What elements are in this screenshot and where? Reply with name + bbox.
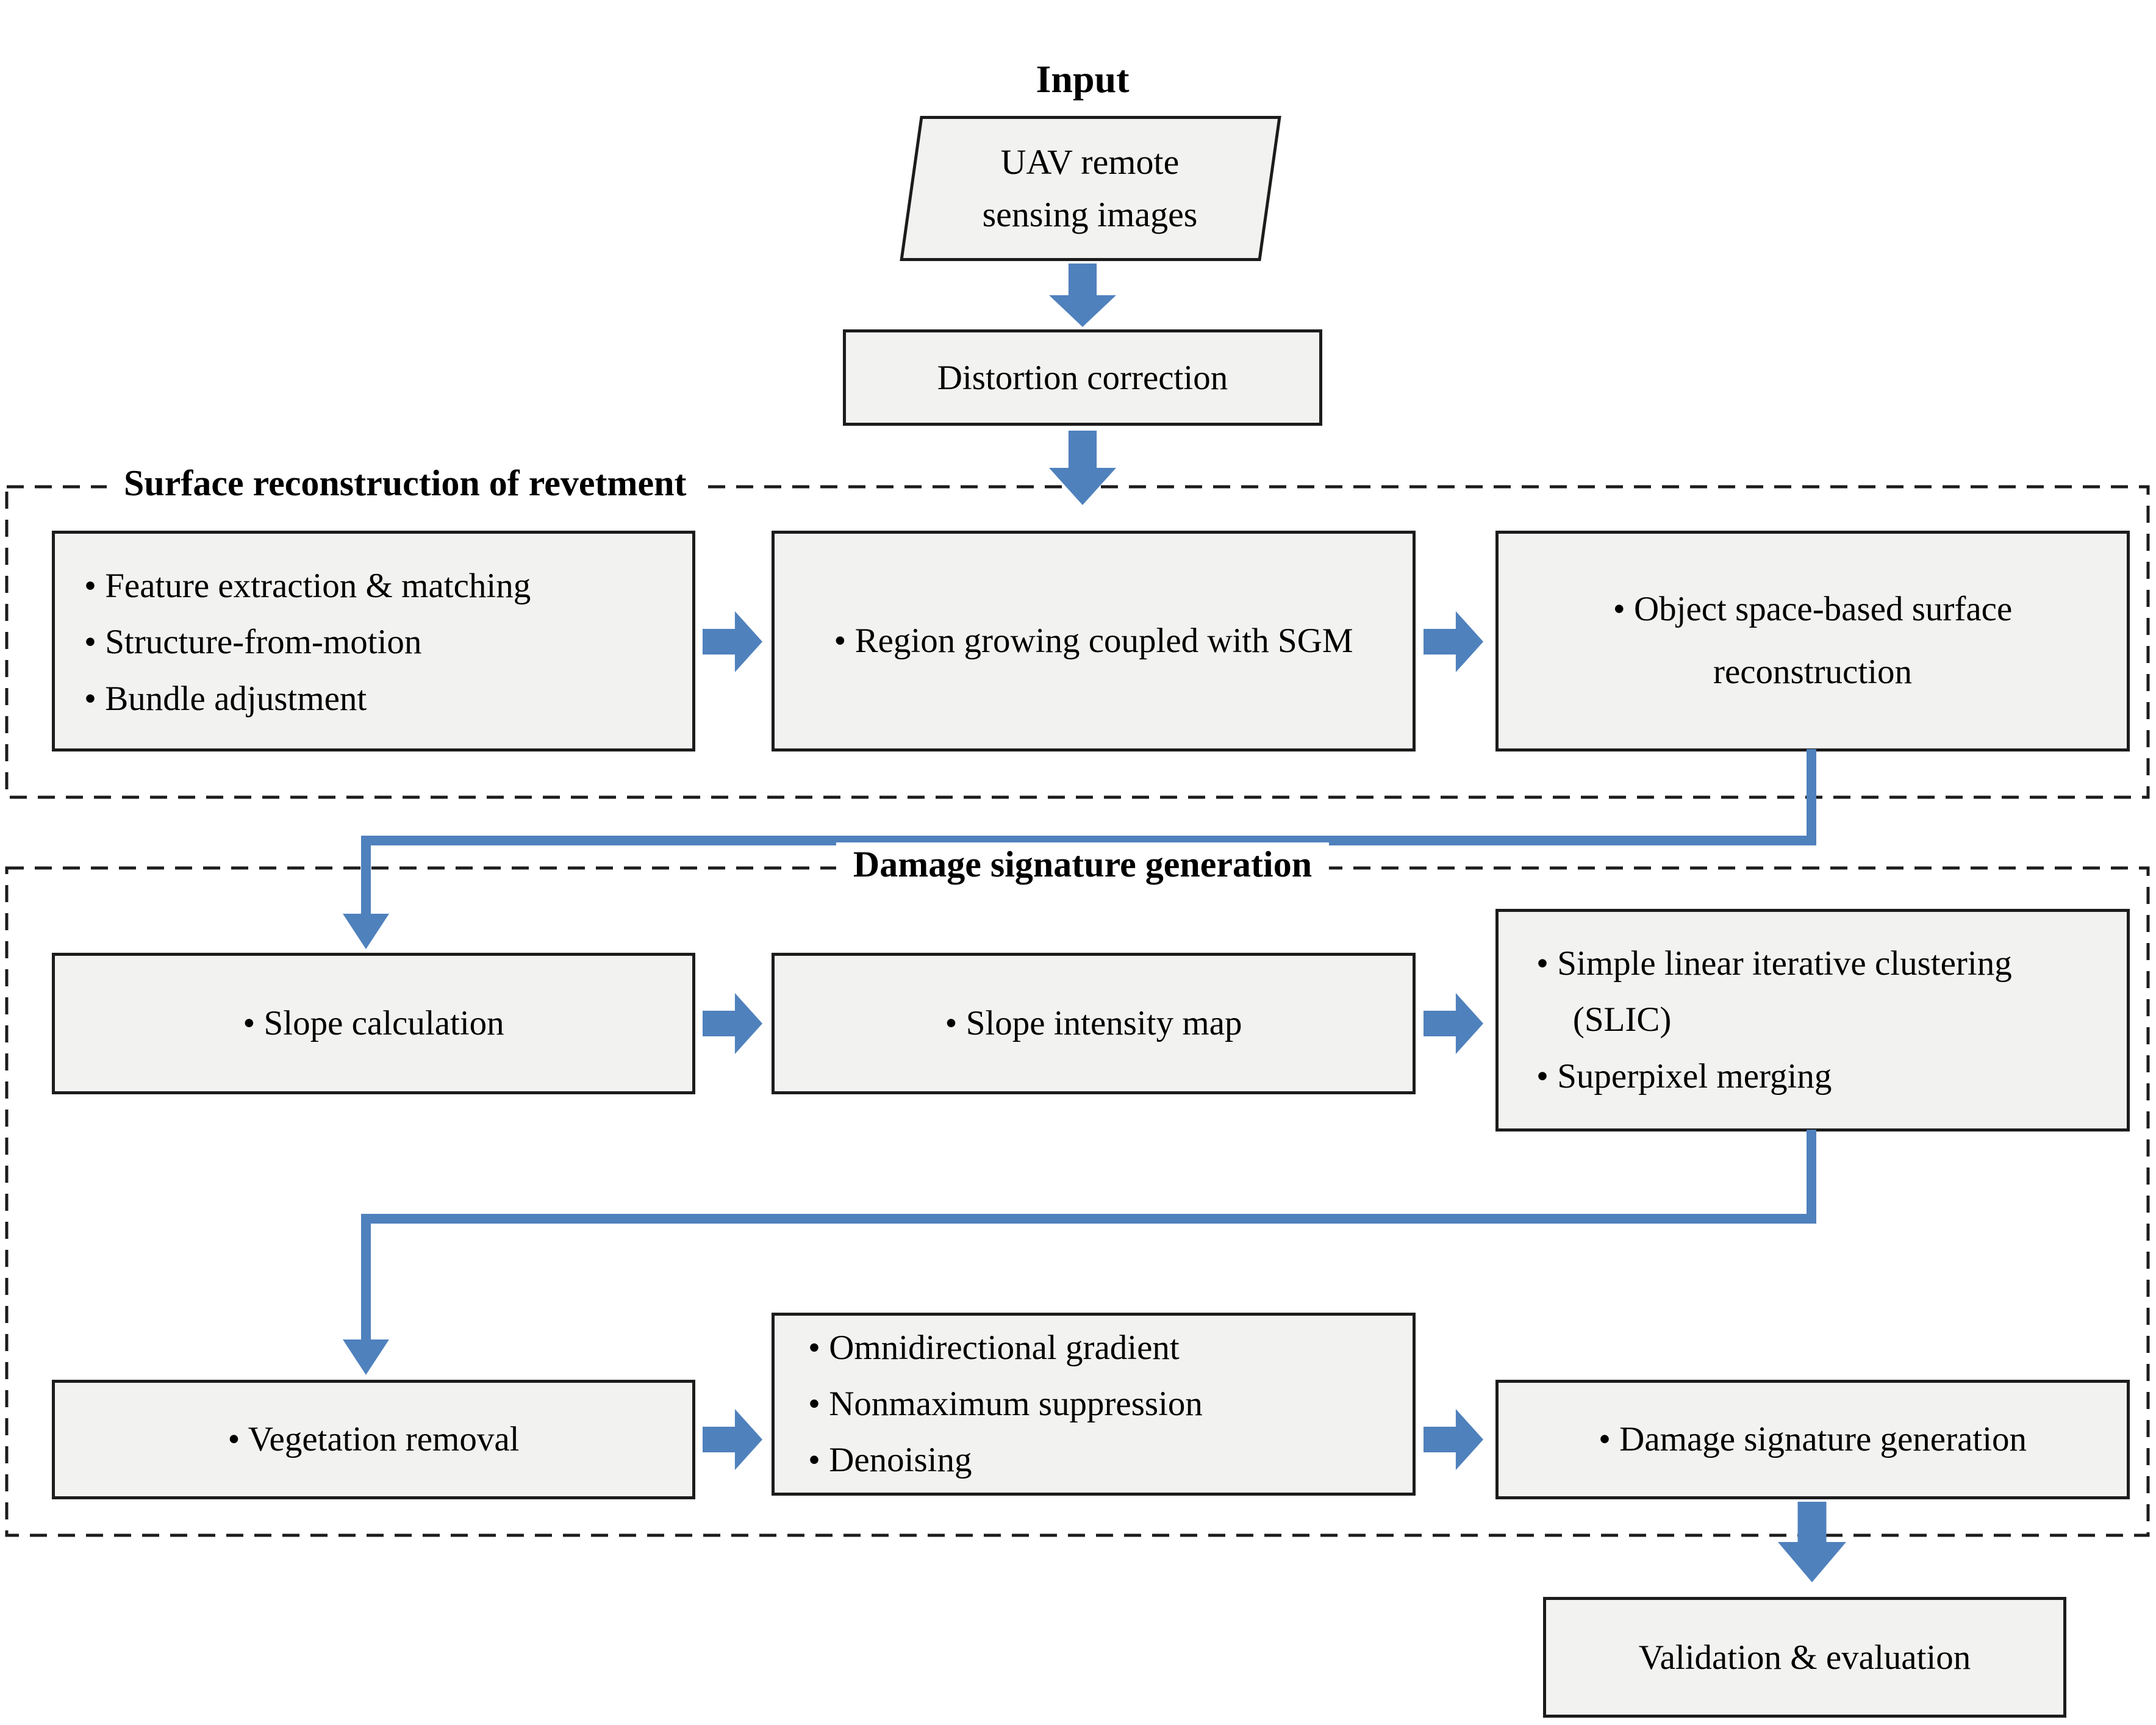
vegetation-removal-text: • Vegetation removal — [55, 1411, 692, 1468]
diagram-text-line: • Superpixel merging — [1536, 1056, 1832, 1096]
slope-calculation-node: • Slope calculation — [52, 953, 695, 1094]
slic-node: • Simple linear iterative clustering (SL… — [1495, 909, 2130, 1131]
diagram-text-line: • Structure-from-motion — [84, 623, 422, 662]
down-arrow-icon — [1049, 264, 1116, 327]
uav-input-text: UAV remote sensing images — [892, 116, 1288, 261]
connector2-horizontal — [361, 1214, 1816, 1224]
input-label: Input — [1036, 57, 1130, 101]
damage-signature-text: • Damage signature generation — [1499, 1411, 2127, 1468]
object-space-text: • Object space-based surface reconstruct… — [1523, 578, 2102, 703]
diagram-text-line: • Damage signature generation — [1598, 1419, 2027, 1458]
diagram-text-line: • Slope calculation — [243, 1003, 504, 1042]
diagram-text-line: • Vegetation removal — [227, 1419, 520, 1458]
gradient-steps-node: • Omnidirectional gradient • Nonmaximum s… — [772, 1313, 1416, 1496]
slope-intensity-text: • Slope intensity map — [775, 995, 1413, 1052]
connector2-arrowhead-icon — [343, 1339, 389, 1375]
diagram-text-line: sensing images — [982, 195, 1198, 234]
validation-evaluation-text: Validation & evaluation — [1638, 1638, 1971, 1677]
connector1-vertical-end — [361, 836, 371, 916]
distortion-correction-text: Distortion correction — [937, 358, 1228, 397]
section-title-surface-reconstruction: Surface reconstruction of revetment — [107, 461, 704, 506]
sfm-steps-node: • Feature extraction & matching • Structu… — [52, 531, 695, 751]
validation-evaluation-node: Validation & evaluation — [1543, 1597, 2066, 1718]
diagram-text-line: • Omnidirectional gradient — [808, 1328, 1180, 1367]
slic-list: • Simple linear iterative clustering (SL… — [1536, 936, 2095, 1105]
diagram-text-line: • Denoising — [808, 1441, 972, 1480]
diagram-text-line: • Feature extraction & matching — [84, 567, 531, 605]
diagram-text-line: • Slope intensity map — [945, 1003, 1242, 1042]
region-growing-node: • Region growing coupled with SGM — [772, 531, 1416, 751]
slope-intensity-node: • Slope intensity map — [772, 953, 1416, 1094]
gradient-steps-list: • Omnidirectional gradient • Nonmaximum s… — [808, 1320, 1400, 1489]
connector2-vertical-end — [361, 1214, 371, 1342]
distortion-correction-node: Distortion correction — [843, 329, 1322, 426]
diagram-text-line: • Bundle adjustment — [84, 679, 367, 718]
uav-input-node: UAV remote sensing images — [892, 116, 1288, 261]
object-space-node: • Object space-based surface reconstruct… — [1495, 531, 2130, 751]
diagram-text-line: UAV remote — [1000, 142, 1180, 182]
connector1-horizontal — [361, 836, 1816, 845]
connector1-arrowhead-icon — [343, 914, 389, 949]
diagram-text-line: • Nonmaximum suppression — [808, 1384, 1203, 1423]
vegetation-removal-node: • Vegetation removal — [52, 1380, 695, 1499]
connector2-vertical-start — [1807, 1130, 1816, 1224]
diagram-text-line: • Region growing coupled with SGM — [834, 621, 1353, 660]
sfm-steps-list: • Feature extraction & matching • Structu… — [84, 558, 680, 727]
diagram-text-line: • Simple linear iterative clustering (SL… — [1536, 944, 2012, 1039]
diagram-text-line: • Object space-based surface reconstruct… — [1613, 590, 2013, 691]
connector1-vertical-start — [1807, 749, 1816, 845]
region-growing-text: • Region growing coupled with SGM — [831, 604, 1356, 679]
section-title-damage-signature: Damage signature generation — [836, 842, 1330, 887]
damage-signature-node: • Damage signature generation — [1495, 1380, 2130, 1499]
slope-calculation-text: • Slope calculation — [55, 995, 692, 1052]
